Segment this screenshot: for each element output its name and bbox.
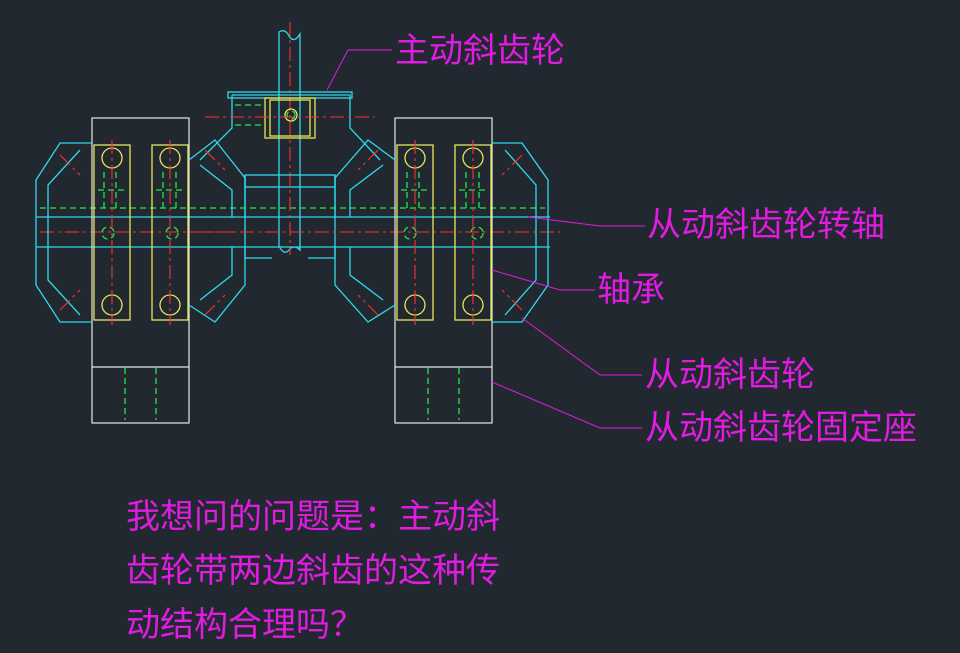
leader-driven-gear xyxy=(521,317,642,376)
question-text: 我想问的问题是：主动斜 齿轮带两边斜齿的这种传 动结构合理吗？ xyxy=(126,490,546,652)
drive-shaft xyxy=(278,22,301,255)
right-assembly xyxy=(334,117,549,424)
leader-driven-seat xyxy=(491,381,642,429)
label-drive-gear: 主动斜齿轮 xyxy=(395,31,565,71)
question-line-1: 我想问的问题是：主动斜 xyxy=(126,497,500,537)
leader-lines xyxy=(326,49,645,429)
leader-drive-gear xyxy=(326,49,392,91)
left-assembly xyxy=(35,117,246,424)
label-driven-shaft: 从动斜齿轮转轴 xyxy=(647,205,885,245)
label-bearing: 轴承 xyxy=(597,270,665,310)
leader-bearing xyxy=(491,269,595,291)
leader-driven-shaft xyxy=(527,216,645,227)
question-line-3: 动结构合理吗？ xyxy=(126,605,364,645)
label-driven-gear: 从动斜齿轮 xyxy=(645,355,815,395)
question-line-2: 齿轮带两边斜齿的这种传 xyxy=(126,551,500,591)
driven-shaft-lines xyxy=(36,207,560,248)
label-driven-seat: 从动斜齿轮固定座 xyxy=(645,408,917,448)
